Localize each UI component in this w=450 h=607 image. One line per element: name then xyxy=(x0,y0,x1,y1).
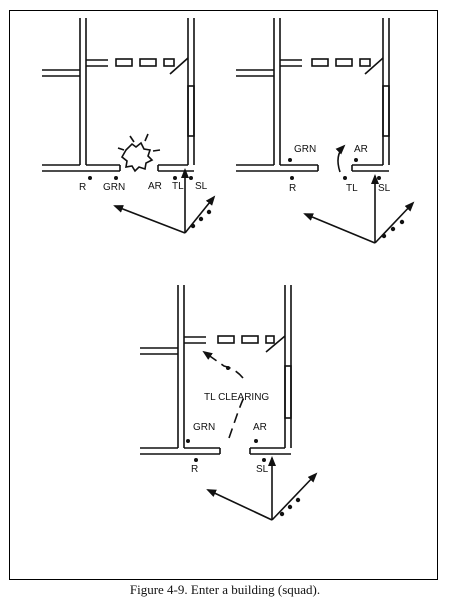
label-grn: GRN xyxy=(294,144,316,155)
label-r: R xyxy=(289,183,296,194)
building-walls xyxy=(42,18,195,172)
label-tl: TL xyxy=(172,181,184,192)
panel-bottom xyxy=(140,285,318,521)
panel-top-right-labels: GRN R AR TL SL xyxy=(289,144,391,194)
label-ar: AR xyxy=(354,144,368,155)
label-ar: AR xyxy=(148,181,162,192)
squad-approach xyxy=(206,456,318,521)
label-ar: AR xyxy=(253,422,267,433)
building-walls xyxy=(140,285,292,455)
label-grn: GRN xyxy=(103,182,125,193)
label-sl: SL xyxy=(195,181,208,192)
panel-bottom-labels: TL CLEARING GRN AR R SL xyxy=(191,392,269,475)
tl-clearing-path xyxy=(228,392,247,439)
label-r: R xyxy=(79,182,86,193)
panel-top-left-labels: R GRN AR TL SL xyxy=(79,181,208,193)
label-tl: TL xyxy=(346,183,358,194)
building-walls xyxy=(236,18,390,172)
label-sl: SL xyxy=(378,183,391,194)
panel-bottom-soldiers xyxy=(186,366,301,517)
panel-top-right-soldiers xyxy=(288,158,405,239)
panel-top-right xyxy=(236,18,415,244)
label-tl-clearing: TL CLEARING xyxy=(204,392,269,403)
label-r: R xyxy=(191,464,198,475)
label-grn: GRN xyxy=(193,422,215,433)
squad-approach xyxy=(113,168,216,234)
breach-explosion-icon xyxy=(117,133,161,173)
tl-clearing-path-upper xyxy=(202,350,244,379)
label-sl: SL xyxy=(256,464,269,475)
panel-top-left-soldiers xyxy=(88,176,212,229)
squad-approach xyxy=(303,174,415,244)
figure-caption: Figure 4-9. Enter a building (squad). xyxy=(129,582,321,597)
tl-entry-path xyxy=(335,144,346,173)
figure-frame xyxy=(9,10,438,580)
panel-top-left xyxy=(42,18,216,234)
